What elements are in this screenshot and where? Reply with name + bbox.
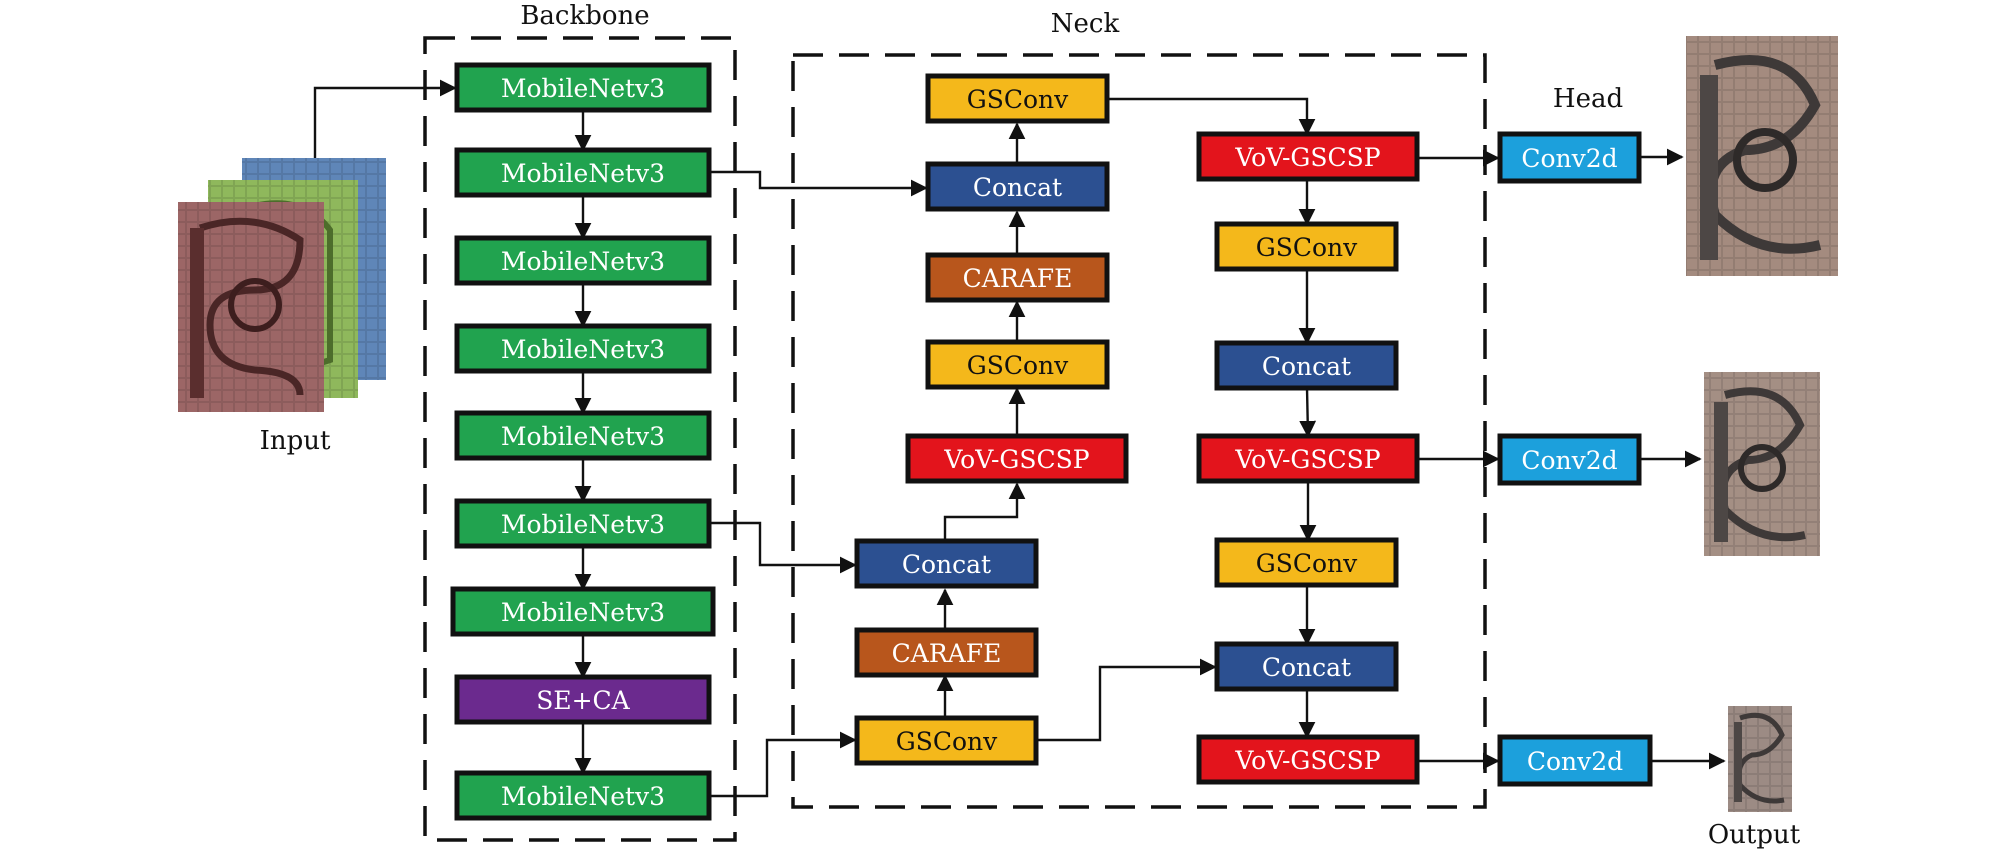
neck-left-carafe-block-3: CARAFE: [925, 252, 1110, 303]
backbone-mobilenetv3-block-7: MobileNetv3: [450, 586, 716, 637]
neck-right-block-box: [1196, 131, 1420, 182]
backbone-block-label: MobileNetv3: [501, 510, 665, 539]
neck-left-block-label: Concat: [902, 550, 991, 579]
input-label: Input: [260, 426, 331, 456]
neck-right-block-label: Concat: [1262, 653, 1351, 682]
neck-section-label: Neck: [1051, 9, 1120, 39]
backbone-dashed-box: [423, 36, 737, 842]
neck-right-block-label: VoV-GSCSP: [1234, 143, 1380, 172]
neck-right-vov-gscsp-block-4: VoV-GSCSP: [1196, 433, 1420, 484]
head-block-label: Conv2d: [1521, 446, 1617, 475]
neck-right-block-label: Concat: [1262, 352, 1351, 381]
output-image-large: [1686, 36, 1838, 276]
backbone-mobilenetv3-block-1: MobileNetv3: [454, 62, 712, 113]
neck-right-block-box: [1214, 641, 1399, 692]
neck-right-block-label: VoV-GSCSP: [1234, 746, 1380, 775]
backbone-block-label: MobileNetv3: [501, 598, 665, 627]
neck-left-block-label: CARAFE: [892, 639, 1002, 668]
neck-left-block-box: [925, 339, 1110, 390]
neck-left-carafe-block-7: CARAFE: [854, 627, 1039, 678]
backbone-mobilenetv3-block-5: MobileNetv3: [454, 410, 712, 461]
neck-right-block-label: VoV-GSCSP: [1234, 445, 1380, 474]
backbone-block-box: [454, 674, 712, 725]
head-conv2d-block-1: Conv2d: [1497, 131, 1642, 184]
neck-left-block-label: CARAFE: [963, 264, 1073, 293]
backbone-block-box: [454, 235, 712, 286]
backbone-block-label: MobileNetv3: [501, 422, 665, 451]
neck-left-gsconv-block-4: GSConv: [925, 339, 1110, 390]
input-image-stack: [178, 158, 386, 412]
neck-right-block-box: [1214, 221, 1399, 272]
input-layer-red: [178, 202, 324, 412]
neck-left-block-label: GSConv: [967, 351, 1069, 380]
neck-left-block-label: GSConv: [967, 85, 1069, 114]
backbone-block-box: [450, 586, 716, 637]
backbone-mobilenetv3-block-9: MobileNetv3: [454, 770, 712, 821]
neck-left-block-box: [854, 627, 1039, 678]
neck-left-block-label: VoV-GSCSP: [943, 445, 1089, 474]
neck-dashed-box: [791, 53, 1487, 809]
backbone-block-box: [454, 323, 712, 374]
backbone-mobilenetv3-block-3: MobileNetv3: [454, 235, 712, 286]
backbone-block-label: MobileNetv3: [501, 247, 665, 276]
head-block-box: [1497, 734, 1653, 787]
neck-left-gsconv-block-8: GSConv: [854, 715, 1039, 766]
backbone-mobilenetv3-block-6: MobileNetv3: [454, 498, 712, 549]
neck-right-vov-gscsp-block-1: VoV-GSCSP: [1196, 131, 1420, 182]
neck-left-block-box: [925, 73, 1110, 124]
backbone-section-label: Backbone: [520, 1, 649, 31]
head-block-label: Conv2d: [1527, 747, 1623, 776]
output-image-small: [1728, 706, 1792, 812]
connectors: [313, 79, 1726, 798]
neck-left-block-label: Concat: [973, 173, 1062, 202]
backbone-block-label: MobileNetv3: [501, 335, 665, 364]
neck-right-block-box: [1196, 734, 1420, 785]
backbone-block-label: MobileNetv3: [501, 782, 665, 811]
neck-right-gsconv-block-2: GSConv: [1214, 221, 1399, 272]
neck-right-block-box: [1214, 537, 1399, 588]
neck-left-concat-block-6: Concat: [854, 538, 1039, 589]
neck-left-gsconv-block-1: GSConv: [925, 73, 1110, 124]
backbone-se-ca-block-8: SE+CA: [454, 674, 712, 725]
neck-right-block-box: [1196, 433, 1420, 484]
backbone-block-box: [454, 770, 712, 821]
neck-left-vov-gscsp-block-5: VoV-GSCSP: [905, 433, 1129, 484]
backbone-block-label: MobileNetv3: [501, 74, 665, 103]
backbone-block-box: [454, 147, 712, 198]
neck-right-vov-gscsp-block-7: VoV-GSCSP: [1196, 734, 1420, 785]
head-block-label: Conv2d: [1521, 144, 1617, 173]
neck-left-block-box: [925, 161, 1110, 212]
head-conv2d-block-3: Conv2d: [1497, 734, 1653, 787]
neck-right-concat-block-3: Concat: [1214, 340, 1399, 391]
backbone-block-box: [454, 410, 712, 461]
neck-right-gsconv-block-5: GSConv: [1214, 537, 1399, 588]
output-image-medium: [1704, 372, 1820, 556]
neck-left-block-box: [925, 252, 1110, 303]
backbone-block-box: [454, 62, 712, 113]
neck-right-concat-block-6: Concat: [1214, 641, 1399, 692]
neck-right-block-label: GSConv: [1256, 233, 1358, 262]
neck-right-block-label: GSConv: [1256, 549, 1358, 578]
blocks-layer: MobileNetv3MobileNetv3MobileNetv3MobileN…: [450, 62, 1653, 821]
backbone-block-box: [454, 498, 712, 549]
backbone-block-label: MobileNetv3: [501, 159, 665, 188]
head-section-label: Head: [1553, 84, 1623, 114]
head-conv2d-block-2: Conv2d: [1497, 433, 1642, 486]
backbone-block-label: SE+CA: [536, 686, 630, 715]
neck-left-block-box: [854, 538, 1039, 589]
neck-right-block-box: [1214, 340, 1399, 391]
backbone-mobilenetv3-block-2: MobileNetv3: [454, 147, 712, 198]
neck-left-concat-block-2: Concat: [925, 161, 1110, 212]
output-label: Output: [1708, 820, 1801, 850]
backbone-mobilenetv3-block-4: MobileNetv3: [454, 323, 712, 374]
neck-left-block-label: GSConv: [896, 727, 998, 756]
head-block-box: [1497, 131, 1642, 184]
neck-left-block-box: [854, 715, 1039, 766]
neck-left-block-box: [905, 433, 1129, 484]
head-block-box: [1497, 433, 1642, 486]
